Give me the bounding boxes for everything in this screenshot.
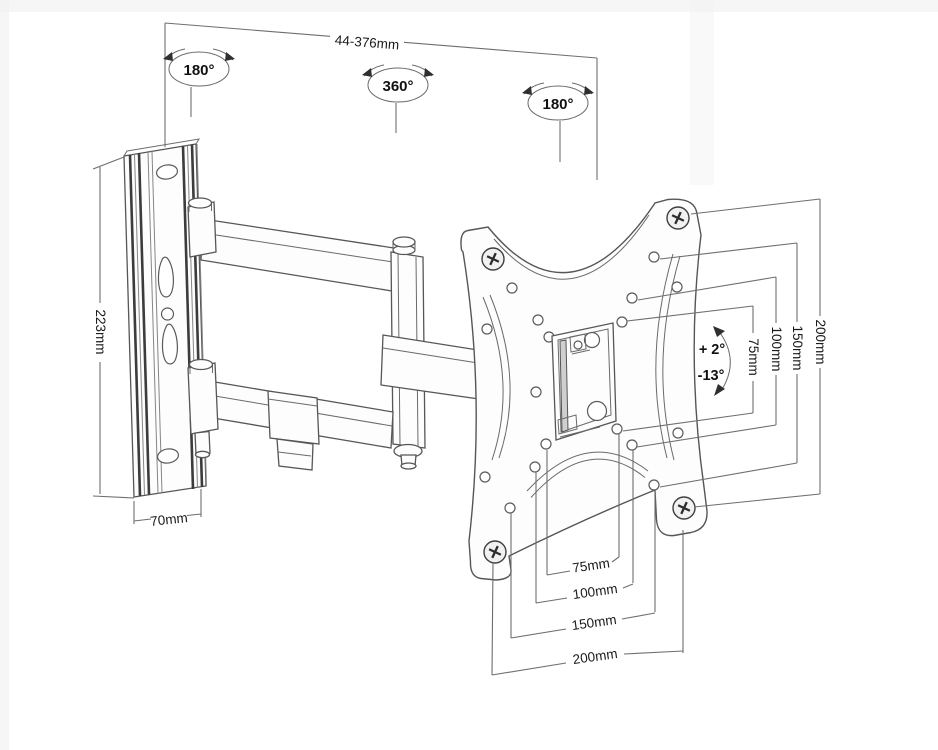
corner-screw-bottom-right (672, 496, 696, 520)
upper-arm (200, 218, 395, 292)
wall-plate (123, 138, 207, 498)
keyhole-lower (161, 323, 178, 365)
wall-plate-height-label: 223mm (93, 309, 108, 354)
tilt-indicator: + 2° -13° (698, 326, 731, 396)
lower-bracket-bolt (188, 358, 214, 371)
vesa-horizontal-75-label: 75mm (571, 555, 610, 575)
vesa-plate (460, 198, 708, 581)
wall-plate-rail (151, 151, 163, 494)
rotation-indicator-left: 180° (163, 48, 235, 117)
lower-hanging-bolt-cap (194, 450, 211, 459)
tilt-bracket-line (559, 426, 601, 438)
arm-extension-label: 44-376mm (334, 32, 400, 52)
rotation-indicator-right: 180° (522, 82, 594, 162)
mounting-slot-bottom (156, 448, 180, 464)
rotation-label-right: 180° (542, 96, 573, 113)
tilt-bracket-ledge (557, 414, 578, 435)
dimension-vesa-horizontal-75: 75mm (546, 434, 620, 576)
lower-hanging-bolt (194, 430, 211, 456)
corner-screws (481, 206, 696, 564)
vesa-vertical-200-label: 200mm (813, 319, 828, 364)
elbow-bottom-bolt-tip (400, 462, 417, 470)
vesa-horizontal-100-label: 100mm (572, 581, 619, 602)
vesa-vertical-75-label: 75mm (746, 338, 761, 376)
vesa-bottom-arc-slot (526, 451, 649, 492)
tilt-bracket-pin (573, 340, 583, 350)
vesa-right-curved-slot (662, 255, 681, 461)
wall-plate-rail (134, 153, 145, 496)
wall-plate-top-face (123, 138, 200, 157)
cable-clip-foot-edge (277, 451, 312, 457)
dimension-wall-plate-width: 70mm (133, 489, 202, 529)
dimension-vesa-horizontal-200: 200mm (491, 530, 684, 676)
middle-arm-edge (382, 347, 479, 364)
upper-bracket-bolt (187, 197, 213, 209)
tilt-bracket-line (571, 349, 591, 355)
vesa-left-curved-slot (482, 296, 504, 461)
dimension-vesa-vertical-150: 150mm (659, 242, 805, 488)
tilt-bracket-plate (569, 333, 587, 353)
dimension-arm-extension: 44-376mm (164, 22, 598, 180)
vesa-horizontal-200-label: 200mm (572, 646, 619, 667)
wall-plate-rail (137, 152, 151, 495)
cable-clip-edge (267, 398, 318, 407)
scan-artifact-left (0, 0, 9, 750)
tilt-down-label: -13° (698, 368, 725, 384)
rotation-label-center: 360° (382, 78, 413, 95)
corner-screw-top-right (666, 206, 690, 230)
tilt-bracket-rail (559, 339, 569, 433)
dimension-vesa-horizontal-100: 100mm (535, 450, 634, 604)
pivot-bolt-head (392, 236, 416, 248)
rotation-indicator-center: 360° (362, 64, 434, 133)
scan-artifact-top (0, 0, 938, 12)
wall-plate-width-label: 70mm (150, 510, 189, 529)
wall-plate-rail (128, 154, 142, 497)
tilt-up-label: + 2° (699, 342, 726, 358)
vesa-horizontal-150-label: 150mm (571, 612, 618, 633)
upper-arm-edge (202, 232, 394, 263)
mounting-hole-center (160, 307, 175, 321)
scan-artifact-streak (690, 0, 714, 185)
vesa-left-curved-slot (489, 294, 511, 459)
articulating-arms (187, 197, 480, 471)
vesa-holes (479, 251, 684, 514)
dimension-vesa-horizontal-150: 150mm (510, 490, 656, 639)
vesa-vertical-150-label: 150mm (790, 325, 805, 370)
keyhole-upper (157, 256, 174, 298)
corner-screw-bottom-left (483, 540, 507, 564)
cable-clip-band (267, 390, 320, 445)
mounting-slot-top (155, 164, 179, 180)
tilt-bracket-roller-top (583, 331, 601, 349)
wall-plate-rail (147, 151, 159, 494)
rotation-label-left: 180° (183, 62, 214, 79)
corner-screw-top-left (481, 247, 505, 271)
vesa-bottom-arc-slot (530, 458, 646, 498)
vesa-right-curved-slot (655, 253, 674, 459)
dimension-vesa-vertical-75: 75mm (622, 305, 761, 432)
tilt-bracket (551, 322, 617, 441)
wall-bracket-lower (187, 362, 219, 435)
dimension-wall-plate-height: 223mm (92, 156, 135, 499)
dimension-vesa-vertical-200: 200mm (690, 198, 828, 508)
vesa-top-arc-inner (493, 214, 650, 280)
tilt-bracket-roller-bottom (586, 400, 608, 422)
dimension-vesa-vertical-100: 100mm (636, 276, 784, 448)
vesa-vertical-100-label: 100mm (769, 326, 784, 371)
